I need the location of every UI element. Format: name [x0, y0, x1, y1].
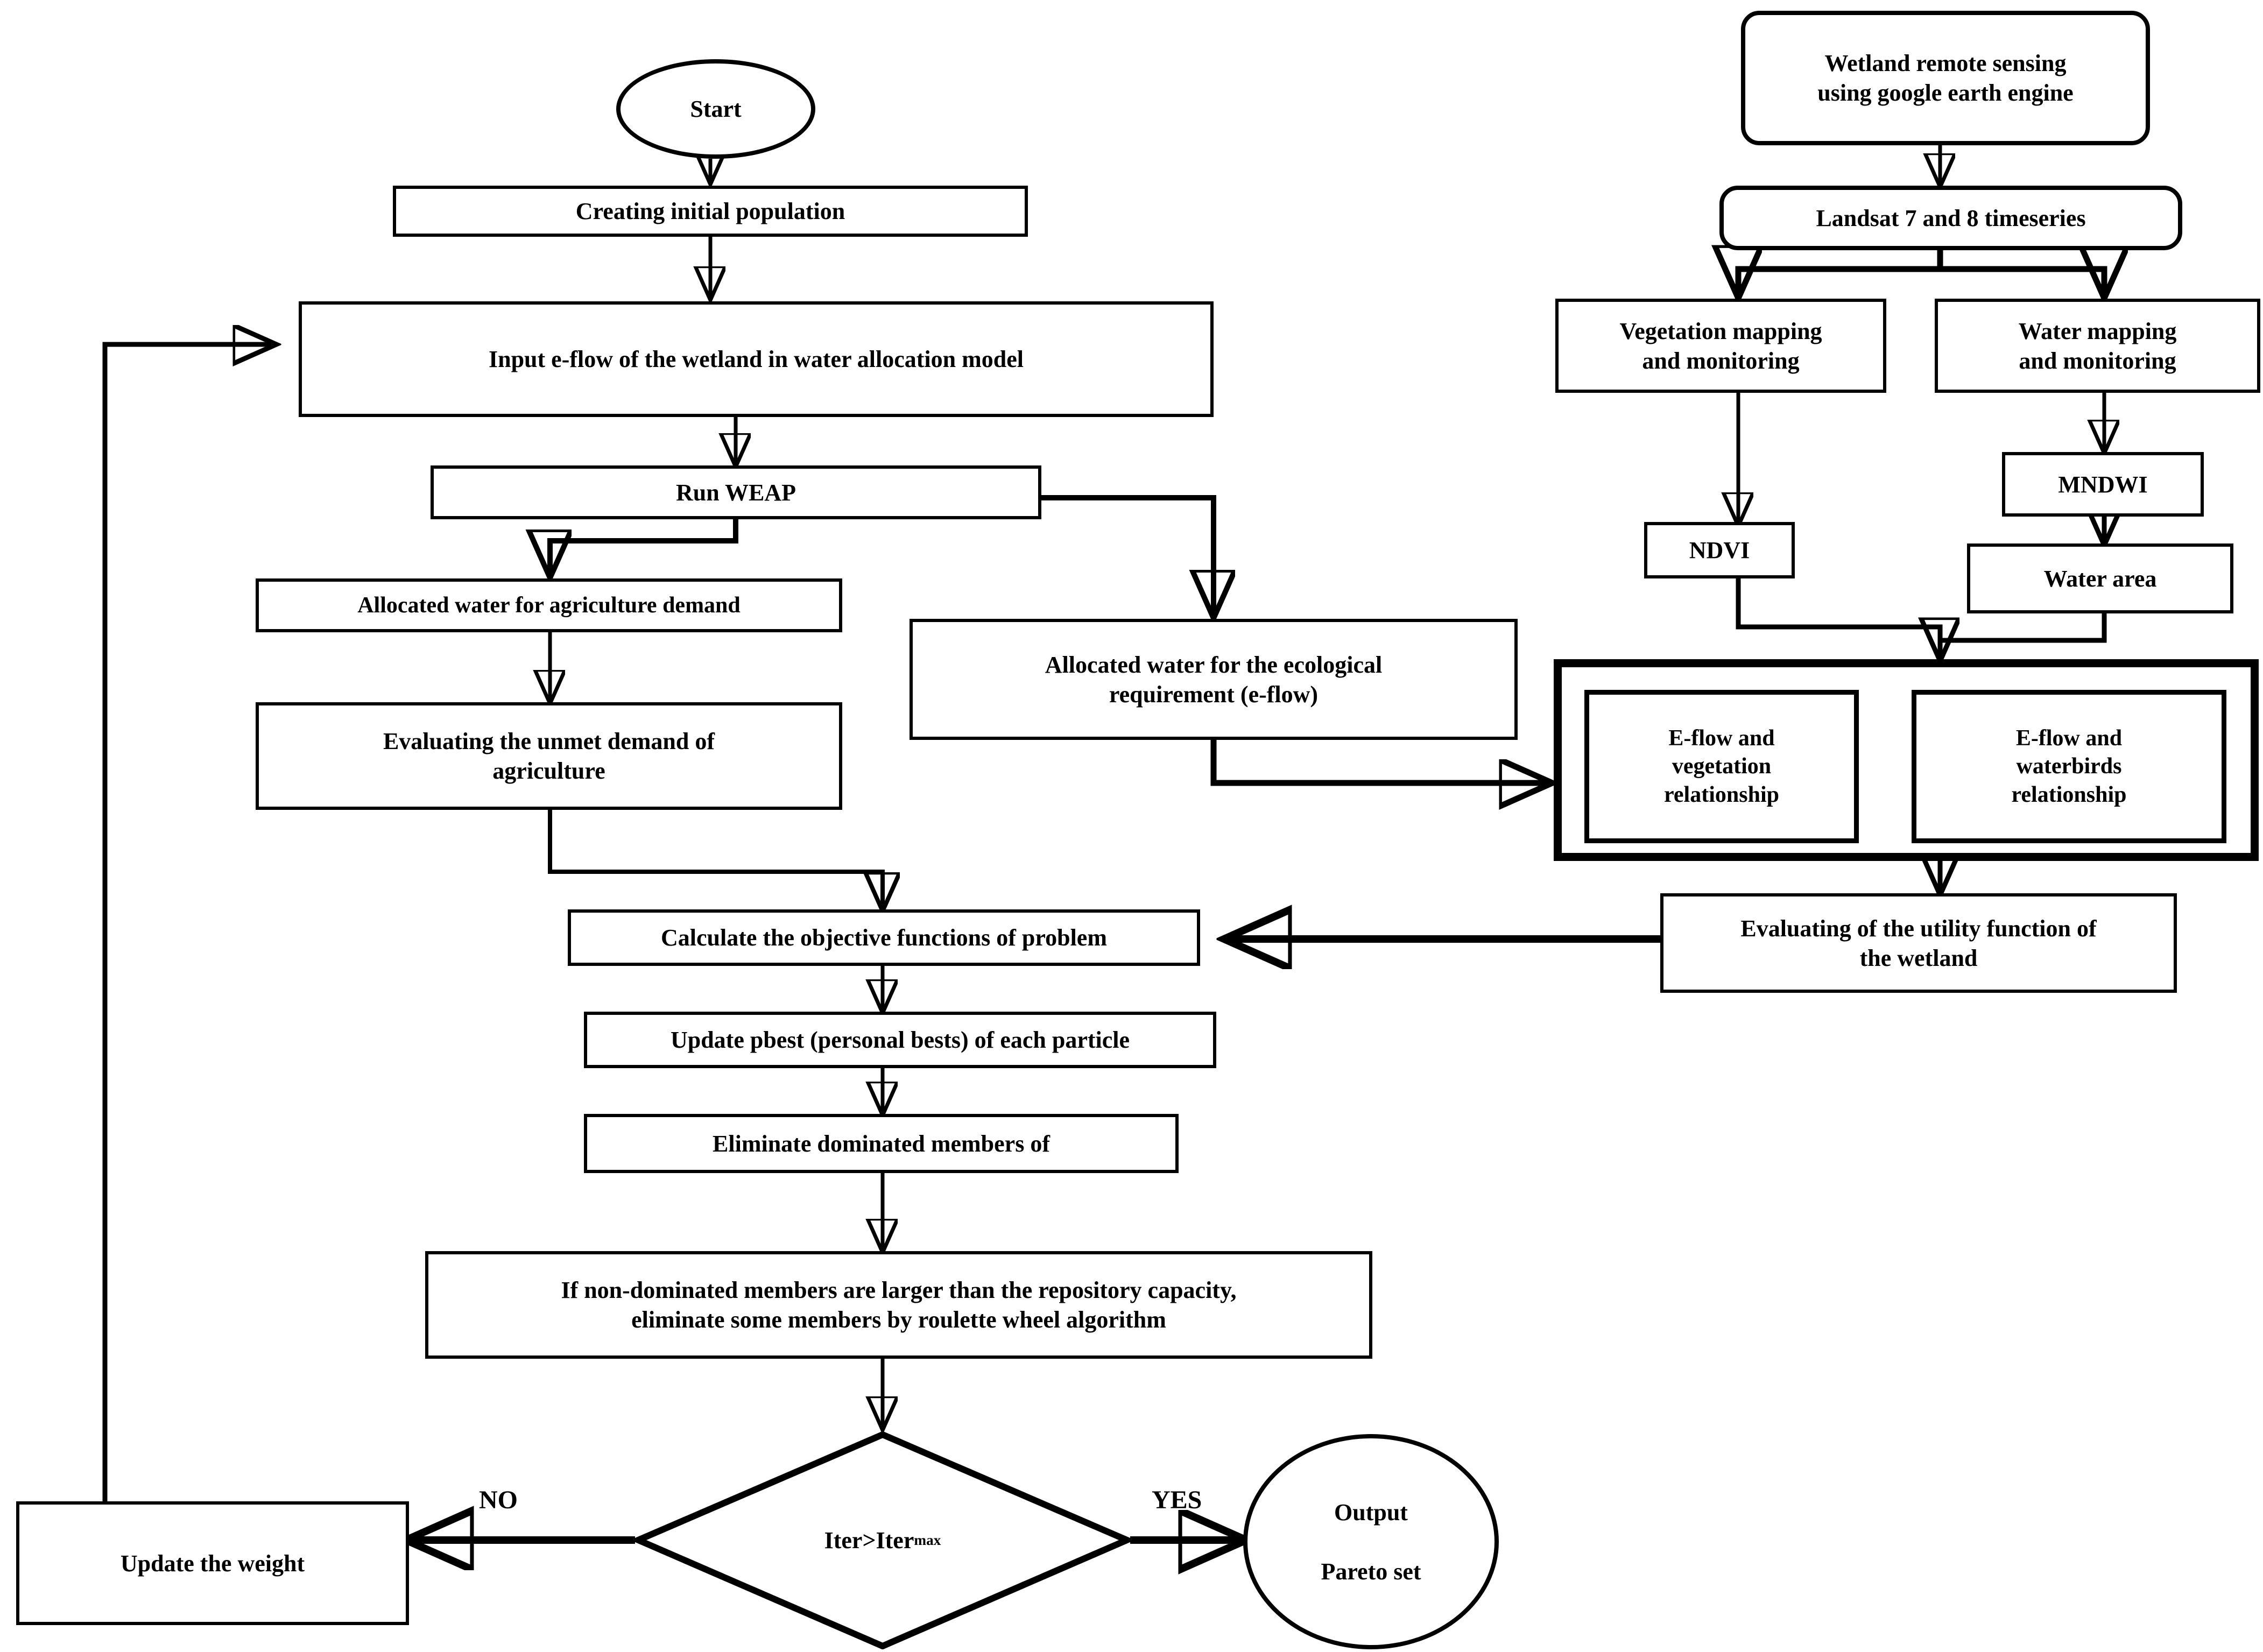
water-area-node[interactable]: Water area — [1967, 543, 2233, 613]
eflow-waterbirds-label: E-flow and waterbirds relationship — [2011, 725, 2127, 807]
mndwi-label: MNDWI — [2058, 471, 2148, 498]
allocated-ecological-node[interactable]: Allocated water for the ecological requi… — [910, 619, 1518, 740]
start-label: Start — [690, 96, 742, 122]
eliminate-dominated-node[interactable]: Eliminate dominated members of — [584, 1114, 1179, 1173]
evaluating-unmet-node[interactable]: Evaluating the unmet demand of agricultu… — [256, 702, 842, 810]
branch-label-yes: YES — [1152, 1486, 1202, 1514]
edge-unmet-to-calculate — [548, 810, 883, 909]
water-area-label: Water area — [2043, 565, 2157, 592]
calculate-objective-label: Calculate the objective functions of pro… — [661, 924, 1107, 951]
edge-waterarea-to-merge — [1940, 613, 2107, 643]
eliminate-dominated-label: Eliminate dominated members of — [713, 1130, 1050, 1157]
wetland-remote-sensing-label: Wetland remote sensing using google eart… — [1817, 50, 2074, 106]
allocated-agriculture-node[interactable]: Allocated water for agriculture demand — [256, 578, 842, 632]
run-weap-node[interactable]: Run WEAP — [431, 465, 1041, 519]
run-weap-label: Run WEAP — [676, 479, 796, 506]
vegetation-mapping-node[interactable]: Vegetation mapping and monitoring — [1555, 299, 1886, 393]
water-mapping-label: Water mapping and monitoring — [2018, 317, 2177, 374]
vegetation-mapping-label: Vegetation mapping and monitoring — [1619, 317, 1822, 374]
evaluating-utility-label: Evaluating of the utility function of th… — [1740, 915, 2097, 971]
input-eflow-label: Input e-flow of the wetland in water all… — [488, 346, 1024, 372]
eflow-vegetation-node[interactable]: E-flow and vegetation relationship — [1584, 690, 1859, 843]
edge-landsat-to-vegetation — [1738, 248, 1943, 296]
landsat-node[interactable]: Landsat 7 and 8 timeseries — [1719, 186, 2182, 250]
eflow-vegetation-label: E-flow and vegetation relationship — [1664, 725, 1779, 807]
decision-label-sub: max — [914, 1532, 941, 1548]
update-weight-label: Update the weight — [120, 1550, 305, 1577]
repository-rule-node[interactable]: If non-dominated members are larger than… — [425, 1251, 1372, 1359]
branch-label-no: NO — [479, 1486, 518, 1514]
mndwi-node[interactable]: MNDWI — [2002, 452, 2204, 517]
decision-diamond-shape — [635, 1431, 1130, 1649]
ndvi-label: NDVI — [1689, 537, 1750, 563]
allocated-ecological-label: Allocated water for the ecological requi… — [1045, 651, 1383, 708]
update-pbest-node[interactable]: Update pbest (personal bests) of each pa… — [584, 1012, 1216, 1068]
allocated-agriculture-label: Allocated water for agriculture demand — [357, 592, 741, 618]
evaluating-unmet-label: Evaluating the unmet demand of agricultu… — [383, 728, 715, 784]
eflow-relationships-container: E-flow and vegetation relationship E-flo… — [1554, 659, 2259, 861]
edge-ndvi-to-eflow-container — [1736, 578, 1940, 659]
edge-weap-to-agriculture — [550, 519, 738, 576]
creating-initial-population-node[interactable]: Creating initial population — [393, 186, 1028, 237]
calculate-objective-node[interactable]: Calculate the objective functions of pro… — [568, 909, 1200, 966]
creating-initial-population-label: Creating initial population — [575, 198, 845, 224]
update-pbest-label: Update pbest (personal bests) of each pa… — [670, 1027, 1130, 1053]
edge-landsat-to-water — [1937, 248, 2104, 296]
wetland-remote-sensing-node[interactable]: Wetland remote sensing using google eart… — [1741, 11, 2150, 145]
output-node[interactable]: Output Pareto set — [1243, 1434, 1499, 1649]
start-node[interactable]: Start — [616, 59, 815, 159]
water-mapping-node[interactable]: Water mapping and monitoring — [1935, 299, 2260, 393]
evaluating-utility-node[interactable]: Evaluating of the utility function of th… — [1660, 893, 2177, 993]
edge-update-weight-feedback — [102, 344, 274, 1501]
edge-ecological-to-eflow-box — [1210, 740, 1550, 783]
landsat-label: Landsat 7 and 8 timeseries — [1816, 204, 2086, 231]
repository-rule-label: If non-dominated members are larger than… — [561, 1277, 1237, 1333]
ndvi-node[interactable]: NDVI — [1644, 522, 1795, 578]
input-eflow-node[interactable]: Input e-flow of the wetland in water all… — [299, 301, 1214, 417]
update-weight-node[interactable]: Update the weight — [16, 1501, 409, 1625]
output-label: Output Pareto set — [1321, 1499, 1421, 1585]
eflow-waterbirds-node[interactable]: E-flow and waterbirds relationship — [1912, 690, 2226, 843]
decision-label-main: Iter>Iter — [824, 1527, 914, 1554]
